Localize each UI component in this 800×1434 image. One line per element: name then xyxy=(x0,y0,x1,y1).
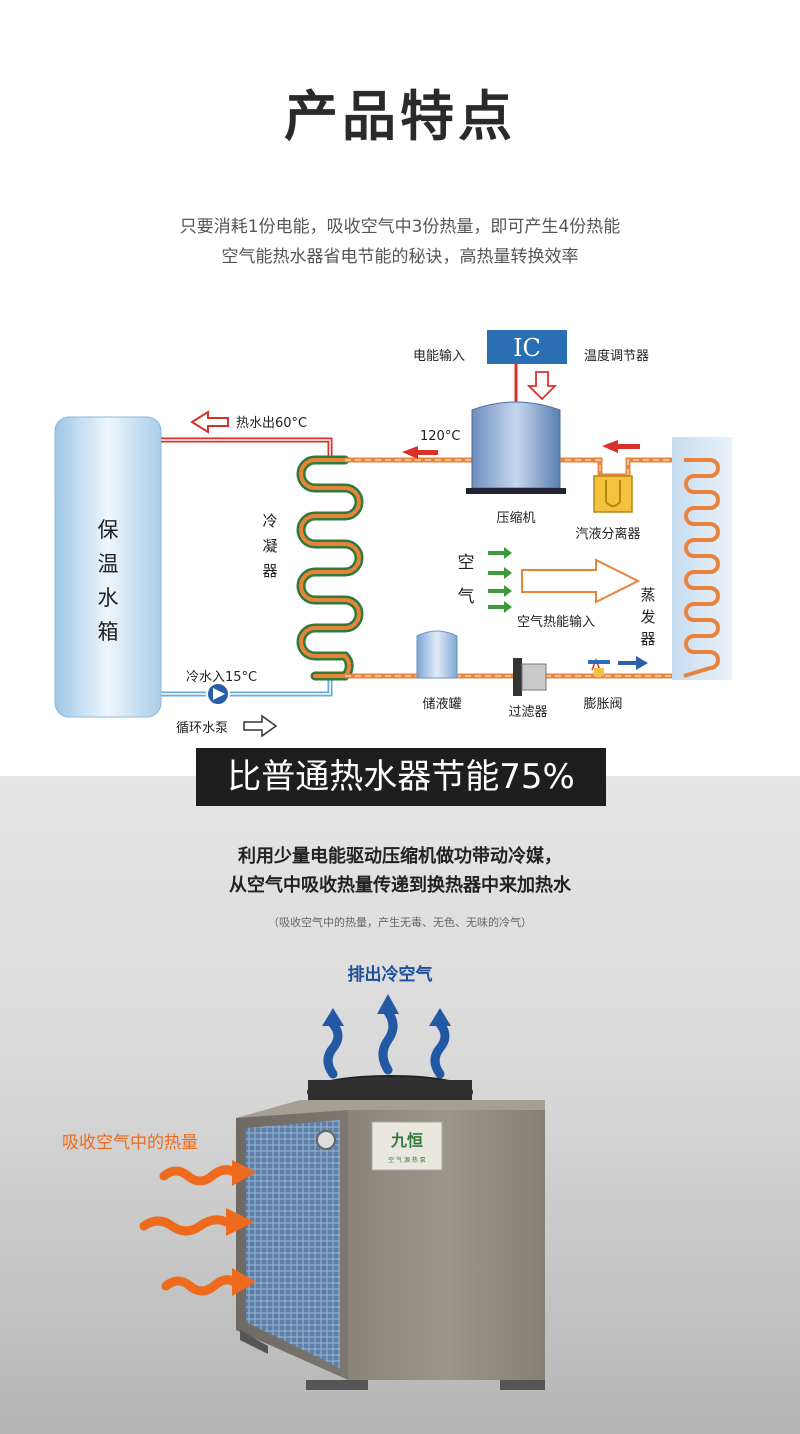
evaporator-label-2: 发 xyxy=(640,608,655,626)
water-tank xyxy=(54,416,162,718)
description-line-2: 从空气中吸收热量传递到换热器中来加热水 xyxy=(229,875,571,896)
air-heat-arrow xyxy=(521,558,641,604)
heat-arrow-1 xyxy=(159,1165,239,1186)
unit-foot-left xyxy=(240,1330,268,1354)
separator-label: 汽液分离器 xyxy=(575,526,640,542)
receiver-tank xyxy=(416,630,458,679)
evaporator-coil xyxy=(683,458,720,678)
compressor-label: 压缩机 xyxy=(496,510,535,526)
unit-grille xyxy=(246,1120,340,1368)
page-title: 产品特点 xyxy=(284,85,516,148)
exhaust-label: 排出冷空气 xyxy=(348,964,433,985)
flow-arrow-1 xyxy=(402,446,438,459)
air-label-2: 气 xyxy=(458,587,475,607)
unit-top xyxy=(236,1100,545,1130)
flow-arrow-2 xyxy=(602,440,640,453)
thermostat-label: 温度调节器 xyxy=(584,348,649,364)
ic-label: IC xyxy=(513,334,541,362)
evaporator-label-3: 器 xyxy=(640,630,655,648)
intro-line-1: 只要消耗1份电能，吸收空气中3份热量，即可产生4份热能 xyxy=(179,217,621,237)
ic-controller xyxy=(487,330,567,364)
heat-pump-diagram: 保 温 水 箱 热水出60°C 冷水入15°C 循环水泵 冷 凝 器 120°C xyxy=(54,330,732,738)
temp-120-label: 120°C xyxy=(420,429,460,444)
blue-flow-arrow xyxy=(618,656,648,670)
filter-label: 过滤器 xyxy=(508,705,547,720)
expansion-valve xyxy=(594,668,604,676)
heat-pump-unit-illustration: 排出冷空气 九恒 空 气 源 热 泵 吸收空气中的热量 xyxy=(62,964,545,1390)
hot-out-arrow xyxy=(190,410,229,434)
energy-saving-banner: 比普通热水器节能75% xyxy=(196,748,606,806)
filter xyxy=(513,658,522,696)
green-arrow-2 xyxy=(488,567,512,579)
condenser-coil xyxy=(296,455,364,681)
compressor xyxy=(471,401,561,489)
green-arrow-1 xyxy=(488,547,512,559)
description-line-1: 利用少量电能驱动压缩机做功带动冷媒， xyxy=(238,846,562,867)
tank-label-3: 水 xyxy=(98,586,119,610)
exhaust-arrow-2 xyxy=(378,1007,398,1075)
power-down-arrow xyxy=(526,371,558,401)
brand-plate xyxy=(371,1121,443,1171)
expansion-valve-label: 膨胀阀 xyxy=(583,697,622,712)
tank-label-1: 保 xyxy=(98,518,119,542)
heat-arrow-3 xyxy=(161,1275,239,1296)
unit-foot-middle xyxy=(306,1380,368,1390)
condenser-label-1: 冷 xyxy=(262,512,277,530)
absorb-heat-label: 吸收空气中的热量 xyxy=(62,1133,198,1153)
heat-arrows xyxy=(139,1165,239,1296)
exhaust-arrow-3 xyxy=(430,1019,450,1079)
heat-arrow-2 xyxy=(139,1215,231,1236)
receiver-label: 储液罐 xyxy=(422,697,461,712)
pressure-gauge-icon xyxy=(316,1130,336,1150)
hot-out-label: 热水出60°C xyxy=(236,416,307,431)
air-heat-input-label: 空气热能输入 xyxy=(517,614,595,630)
intro-line-2: 空气能热水器省电节能的秘诀，高热量转换效率 xyxy=(221,247,579,267)
tank-label-4: 箱 xyxy=(98,620,119,644)
air-label-1: 空 xyxy=(458,553,475,573)
note-text: （吸收空气中的热量，产生无毒、无色、无味的冷气） xyxy=(268,916,532,929)
evaporator-label-1: 蒸 xyxy=(640,586,655,604)
tank-label-2: 温 xyxy=(98,552,119,576)
evaporator xyxy=(672,437,732,680)
exhaust-arrow-1 xyxy=(323,1019,343,1079)
green-arrow-4 xyxy=(488,601,512,613)
power-input-label: 电能输入 xyxy=(413,348,465,364)
condenser-label-2: 凝 xyxy=(262,537,277,555)
unit-foot-right xyxy=(500,1380,545,1390)
pump-label: 循环水泵 xyxy=(176,721,228,736)
pump-arrow xyxy=(243,714,278,738)
cold-in-label: 冷水入15°C xyxy=(186,670,257,685)
hot-water-pipe xyxy=(161,437,333,460)
exhaust-arrows xyxy=(323,1007,450,1079)
brand-subtitle: 空 气 源 热 泵 xyxy=(388,1156,426,1164)
condenser-label-3: 器 xyxy=(262,562,277,580)
green-arrow-3 xyxy=(488,585,512,597)
brand-name: 九恒 xyxy=(390,1131,423,1150)
